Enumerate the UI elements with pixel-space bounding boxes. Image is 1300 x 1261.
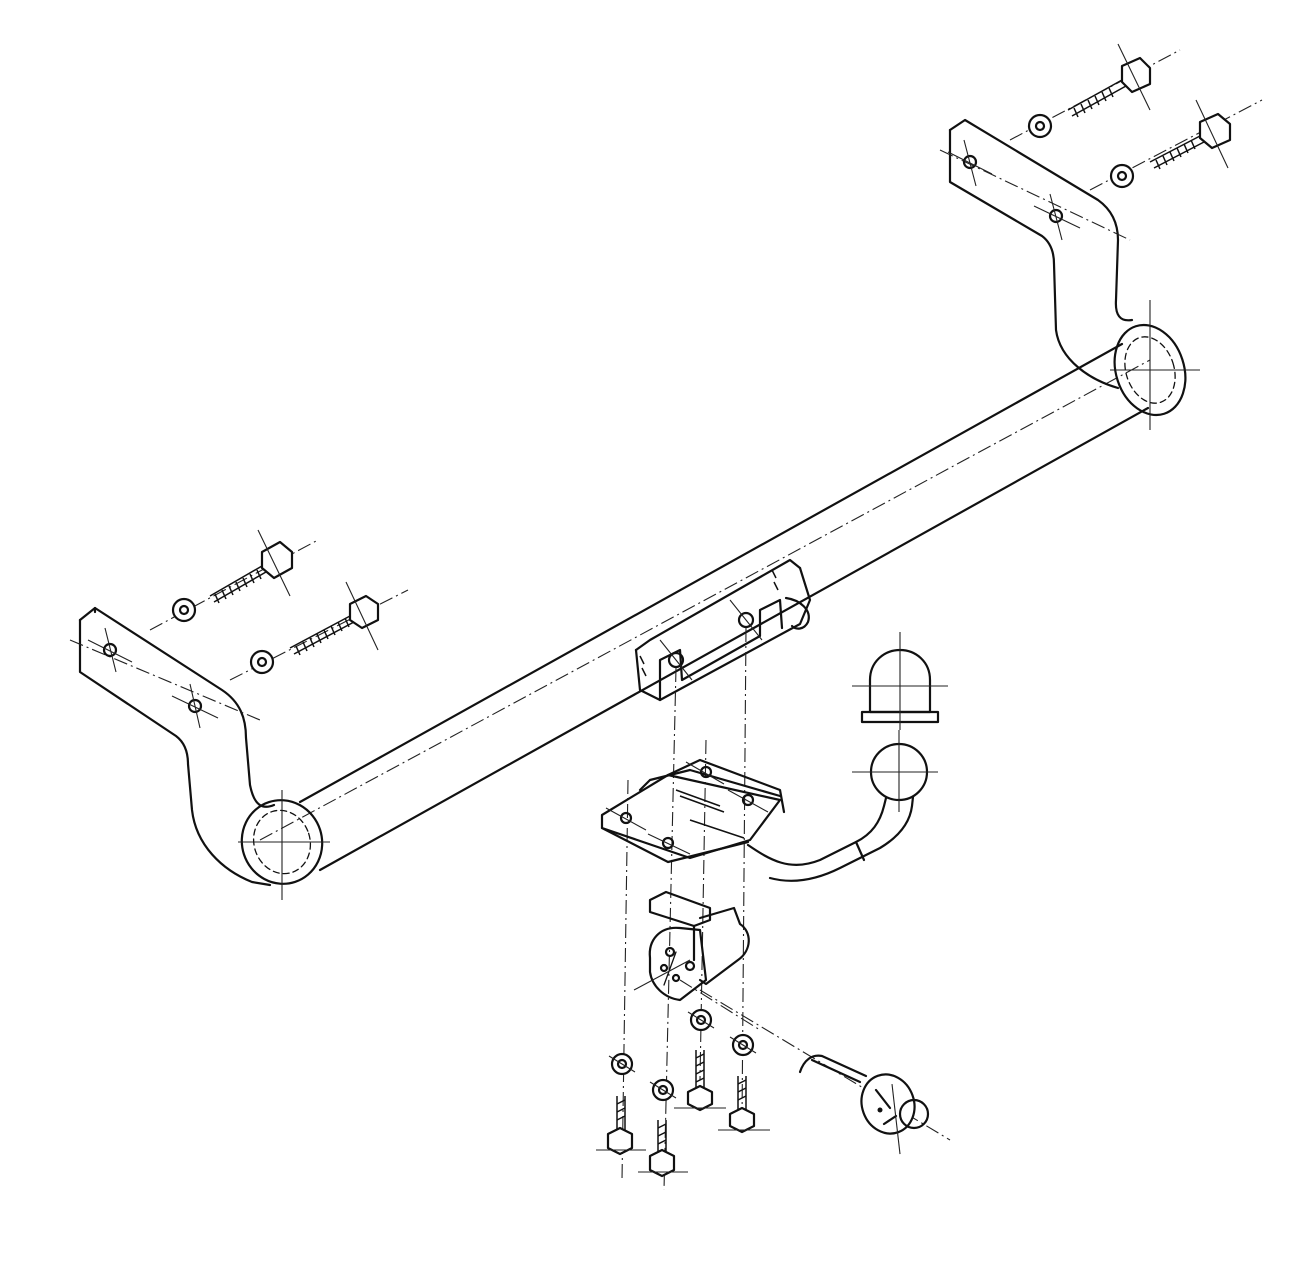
left-bolt-lower: [229, 581, 409, 681]
left-mounting-bracket: [69, 606, 276, 887]
bottom-washers: [608, 1008, 757, 1102]
crossbar-tube: [238, 300, 1200, 900]
right-bolt-lower: [1089, 99, 1263, 191]
bottom-bolts: [596, 1050, 770, 1178]
tow-neck-plate: [600, 758, 916, 882]
tow-ball: [852, 730, 938, 812]
left-bolt-upper: [149, 529, 319, 631]
tow-ball-cap: [852, 632, 948, 730]
electrical-socket: [699, 989, 951, 1155]
right-bolt-upper: [1009, 43, 1181, 141]
socket-plate: [633, 890, 761, 1031]
center-bracket: [634, 558, 812, 702]
right-mounting-bracket: [939, 118, 1134, 390]
